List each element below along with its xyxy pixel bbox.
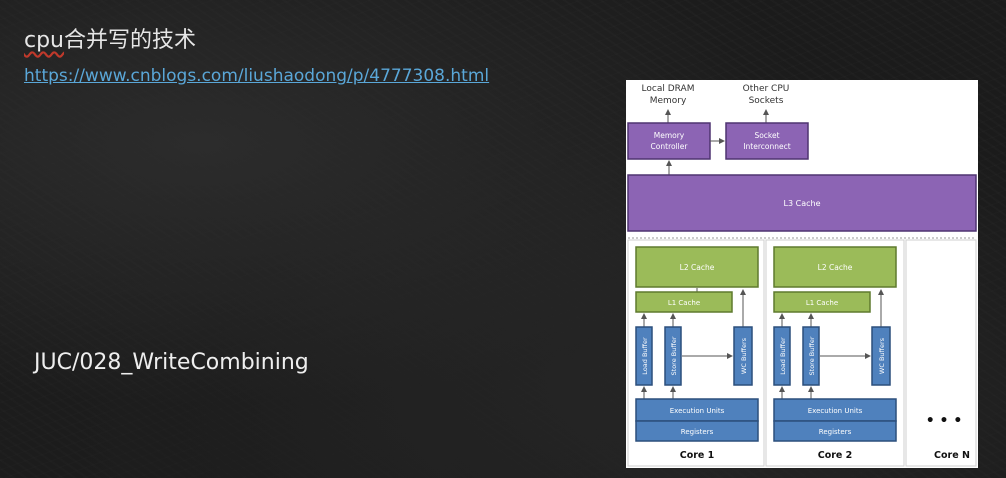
other-cpu-label-line1: Other CPU [743, 84, 790, 94]
coreN-name: Core N [934, 450, 970, 461]
core1-store-buffer-label: Store Buffer [670, 336, 678, 375]
memory-controller-line1: Memory [654, 131, 685, 140]
core2-l1-cache [773, 291, 871, 313]
core1-l1-label: L1 Cache [668, 299, 700, 307]
slide-title: cpu合并写的技术 [24, 22, 196, 54]
core1-wc-buffers [733, 326, 753, 386]
coreN-frame [905, 239, 977, 467]
core2-l2-label: L2 Cache [818, 263, 853, 272]
core1-frame [627, 239, 765, 467]
core1-l2-cache [635, 246, 759, 288]
core1-wc-buffers-label: WC Buffers [740, 337, 748, 374]
reference-link[interactable]: https://www.cnblogs.com/liushaodong/p/47… [24, 66, 490, 86]
socket-interconnect-line1: Socket [754, 131, 779, 140]
dram-label-line1: Local DRAM [642, 84, 695, 94]
core1-load-buffer-label: Load Buffer [641, 337, 649, 375]
core1-l1-cache [635, 291, 733, 313]
title-cpu-text: cpu [24, 28, 65, 53]
core2-store-buffer-label: Store Buffer [808, 336, 816, 375]
core1-registers-label: Registers [681, 428, 714, 436]
core-2: L2 Cache L1 Cache Load Buffer Store Buff… [773, 246, 897, 461]
core2-frame [765, 239, 905, 467]
memory-controller-box [627, 122, 711, 160]
core1-registers [635, 420, 759, 442]
core2-wc-buffers-label: WC Buffers [878, 337, 886, 374]
l3-cache-box [627, 174, 977, 232]
core2-load-buffer [773, 326, 791, 386]
core1-l2-label: L2 Cache [680, 263, 715, 272]
other-cpu-label-line2: Sockets [749, 96, 784, 106]
core2-name: Core 2 [818, 450, 853, 461]
more-cores-ellipsis: • • • [926, 413, 963, 429]
core2-l2-cache [773, 246, 897, 288]
code-example-name: JUC/028_WriteCombining [34, 350, 309, 375]
core2-execution-units-label: Execution Units [808, 407, 863, 415]
core2-load-buffer-label: Load Buffer [779, 337, 787, 375]
core2-l1-label: L1 Cache [806, 299, 838, 307]
core2-registers-label: Registers [819, 428, 852, 436]
socket-interconnect-box [725, 122, 809, 160]
title-cjk-text: 合并写的技术 [64, 28, 197, 53]
cpu-architecture-diagram: Local DRAM Memory Other CPU Sockets Memo… [626, 80, 978, 468]
socket-interconnect-line2: Interconnect [743, 142, 790, 151]
l3-cache-label: L3 Cache [784, 199, 821, 208]
dram-label-line2: Memory [650, 96, 687, 106]
diagram-svg: Local DRAM Memory Other CPU Sockets Memo… [627, 84, 977, 467]
core-1: L2 Cache L1 Cache Load Buffer Store Buff… [635, 246, 759, 461]
core2-wc-buffers [871, 326, 891, 386]
core1-execution-units-label: Execution Units [670, 407, 725, 415]
core1-store-buffer [664, 326, 682, 386]
core1-name: Core 1 [680, 450, 715, 461]
memory-controller-line2: Controller [651, 142, 689, 151]
core1-load-buffer [635, 326, 653, 386]
core2-registers [773, 420, 897, 442]
core2-store-buffer [802, 326, 820, 386]
